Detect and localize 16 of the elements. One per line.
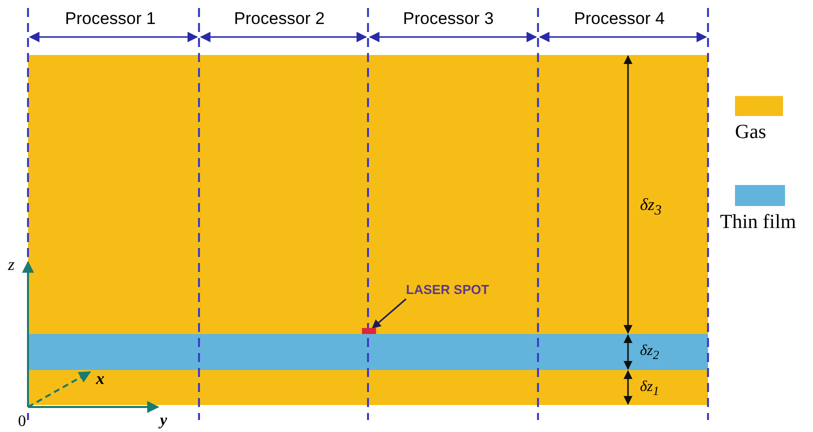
legend-label: Gas — [735, 122, 766, 142]
origin-label: 0 — [18, 414, 26, 430]
dimension-label: δz$_{1}$ — [640, 380, 660, 398]
column-label: Processor 3 — [403, 10, 494, 27]
axis-label: z — [8, 256, 15, 273]
dimension-label: δz$_{2}$ — [640, 344, 660, 362]
axis-label: y — [160, 413, 168, 429]
axis-label: x — [96, 370, 104, 387]
legend-label: Thin film — [720, 212, 796, 232]
column-label: Processor 1 — [65, 10, 156, 27]
dimension-label: δz$_{3}$ — [640, 196, 662, 218]
callout-label: LASER SPOT — [406, 281, 490, 299]
column-label: Processor 2 — [234, 10, 325, 27]
laser-spot-marker — [362, 328, 376, 334]
leader-line — [372, 298, 406, 329]
column-label: Processor 4 — [574, 10, 665, 27]
